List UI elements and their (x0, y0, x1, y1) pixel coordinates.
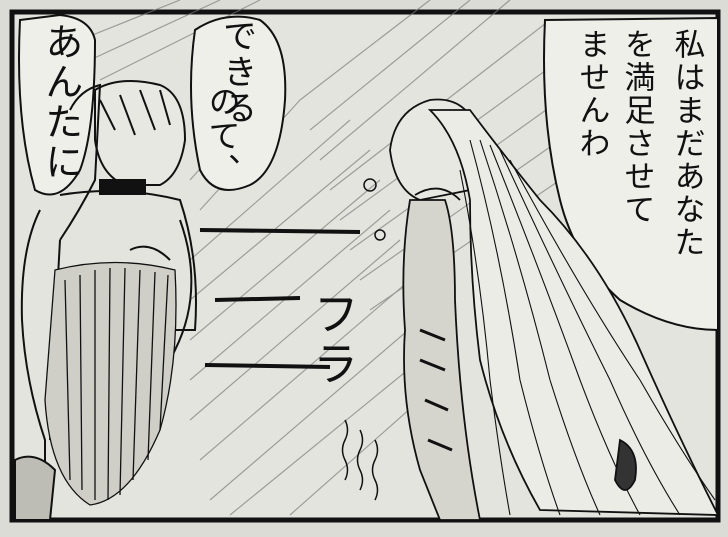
thought-bubble-tiny (374, 229, 386, 241)
left-character (14, 80, 197, 521)
speech-bubble-left (18, 13, 97, 196)
thought-bubble-small (363, 178, 377, 192)
speech-center-text-line1: できる (216, 18, 257, 126)
speech-center-text-line2: のて、 (203, 85, 242, 187)
speech-right-text-line3: ませんわ (573, 28, 610, 160)
pause-dashes (199, 228, 361, 369)
speech-left-text: あんたに (38, 22, 83, 182)
speech-right-text-line1: 私はまだあなた (668, 28, 705, 259)
right-character (389, 98, 720, 521)
tremble-lines (341, 419, 379, 501)
sfx-text: フラ (306, 290, 360, 390)
speech-bubble-center (190, 15, 287, 191)
speech-right-text-line2: を満足させて (618, 28, 655, 226)
